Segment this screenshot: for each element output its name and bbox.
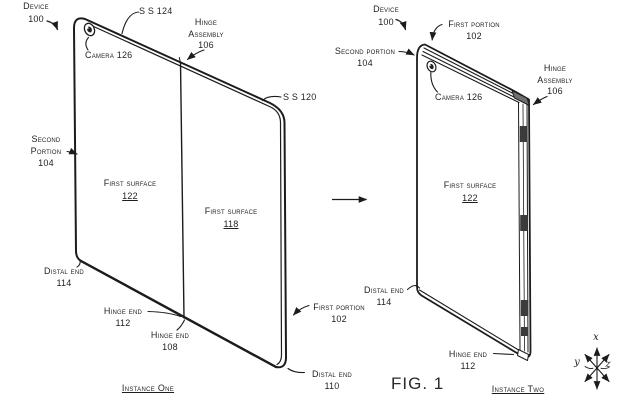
label-ss-120: S S 120: [283, 92, 317, 102]
camera-icon: [426, 60, 437, 73]
label-hinge-assembly-106: Hinge Assembly 106: [188, 17, 224, 50]
caption-instance-one: Instance One: [121, 383, 175, 393]
axis-indicator-icon: [584, 347, 610, 390]
axis-x-label: x: [593, 332, 599, 343]
hinge-strip: [511, 90, 530, 361]
label-ss-124: S S 124: [139, 6, 173, 16]
label-device-100: Device 100: [23, 1, 49, 24]
figure-label: FIG. 1: [391, 374, 445, 393]
axis-y-label: y: [574, 357, 580, 368]
label-device-100: Device 100: [373, 4, 399, 27]
label-distal-end-114: Distal end 114: [44, 266, 84, 288]
label-hinge-assembly-106: Hinge Assembly 106: [537, 63, 573, 96]
label-distal-end-114: Distal end 114: [364, 285, 404, 307]
folded-device-outline: [416, 43, 532, 361]
label-first-portion-102: First portion 102: [313, 302, 365, 324]
folded-device-leaders: [395, 18, 548, 356]
label-first-surface-122: First surface 122: [103, 178, 157, 201]
label-first-surface-122: First surface 122: [443, 180, 497, 203]
caption-instance-two: Instance Two: [491, 384, 545, 394]
label-distal-end-110: Distal end 110: [312, 369, 352, 391]
open-device-leaders: [46, 11, 310, 374]
label-first-surface-118: First surface 118: [204, 206, 258, 229]
fold-line: [178, 57, 185, 319]
camera-icon: [83, 22, 96, 37]
label-first-portion-102: First portion 102: [448, 19, 500, 41]
label-hinge-end-112: Hinge end 112: [103, 306, 143, 328]
label-camera-126: Camera 126: [85, 50, 133, 60]
label-hinge-end-112: Hinge end 112: [448, 349, 488, 371]
axis-z-label: z: [605, 359, 611, 370]
open-device-outline: [73, 17, 288, 369]
label-hinge-end-108: Hinge end 108: [150, 330, 190, 352]
label-second-portion-104: Second portion 104: [334, 46, 396, 68]
label-second-portion-104: Second Portion 104: [30, 134, 62, 168]
label-camera-126: Camera 126: [435, 92, 483, 102]
